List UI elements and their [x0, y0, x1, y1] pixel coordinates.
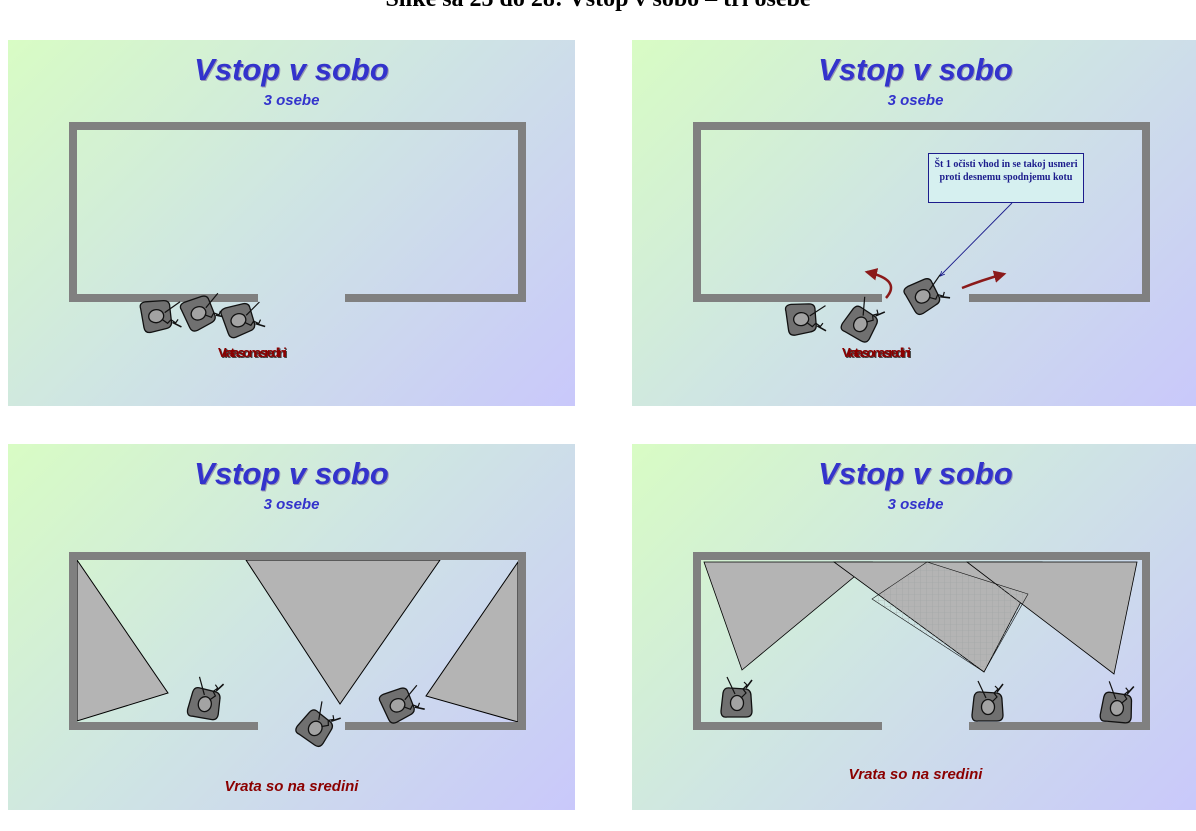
slide-title: Vstop v sobo — [818, 456, 1013, 491]
room-wall — [69, 552, 526, 730]
soldier-topdown-icon — [784, 298, 830, 337]
soldier-topdown-icon — [377, 679, 429, 726]
slide-subtitle: 3 osebe — [263, 496, 320, 513]
slide-subtitle: 3 osebe — [887, 496, 944, 513]
slide-2: Vstop v sobo 3 osebe Št 1 očisti vhod in… — [632, 40, 1196, 406]
coverage-cone — [76, 558, 169, 722]
slide-subtitle: 3 osebe — [887, 92, 944, 109]
room-diagram — [693, 122, 1150, 345]
callout-pointer — [940, 202, 1013, 276]
door-caption: Vrata so na sredini — [848, 766, 983, 783]
soldier-topdown-icon — [293, 697, 344, 750]
soldier-topdown-icon — [185, 674, 225, 722]
slide-1: Vstop v sobo 3 osebe Vrata so na sredini — [8, 40, 575, 406]
slide-title: Vstop v sobo — [818, 52, 1013, 87]
slide-title: Vstop v sobo — [194, 456, 389, 491]
slide-4: Vstop v sobo 3 osebe Vrata so na sredini — [632, 444, 1196, 810]
page-title: Slike sa 25 do 28: Vstop v sobo – tri os… — [0, 0, 1196, 16]
soldier-topdown-icon — [901, 268, 954, 318]
slide-3: Vstop v sobo 3 osebe Vrata so na sredini — [8, 444, 575, 810]
room-wall — [693, 122, 1150, 302]
soldier-topdown-icon — [1098, 679, 1135, 725]
room-wall — [69, 122, 526, 302]
movement-arrow-icon — [864, 268, 893, 299]
door-caption: Vrata so na sredini — [842, 345, 911, 360]
coverage-cone — [245, 559, 441, 705]
room-diagram — [69, 122, 526, 341]
room-diagram — [693, 552, 1150, 730]
slide-title: Vstop v sobo — [194, 52, 389, 87]
coverage-cone — [425, 560, 519, 723]
room-diagram — [69, 552, 526, 750]
door-caption: Vrata so na sredini — [224, 778, 359, 795]
coverage-cone — [703, 561, 874, 671]
soldier-topdown-icon — [971, 680, 1004, 722]
soldier-topdown-icon — [218, 295, 269, 341]
callout-box: Št 1 očisti vhod in se takoj usmeri prot… — [928, 153, 1084, 203]
room-wall — [693, 552, 1150, 730]
movement-arrow-icon — [961, 270, 1007, 290]
door-caption: Vrata so na sredini — [218, 345, 287, 360]
slide-subtitle: 3 osebe — [263, 92, 320, 109]
overlap-zone — [871, 561, 1029, 673]
soldier-topdown-icon — [720, 676, 753, 718]
